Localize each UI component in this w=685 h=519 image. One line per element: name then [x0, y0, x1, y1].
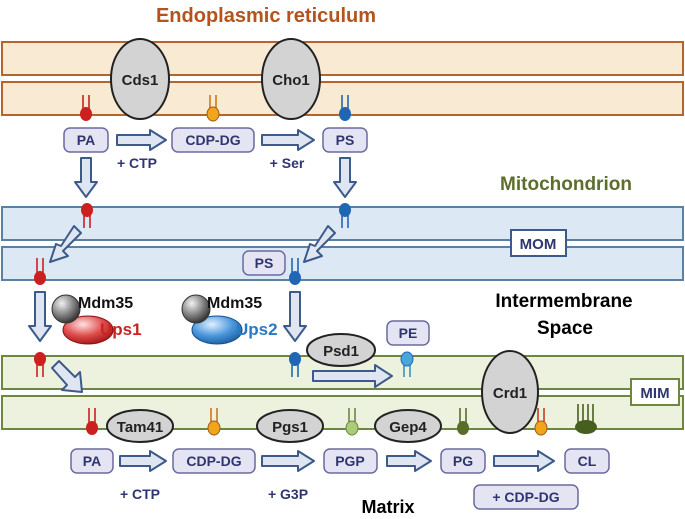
mdm35-label-a: Mdm35 [78, 295, 133, 312]
ups1-label: Ups1 [100, 320, 142, 339]
er-title: Endoplasmic reticulum [156, 5, 376, 27]
gep4-enzyme [374, 409, 442, 443]
mom-ps-box [242, 250, 286, 276]
arrow-ps-er-to-mom [333, 157, 357, 198]
mdm35-protein-b [181, 294, 211, 324]
ims-title-line2: Space [537, 318, 593, 339]
tam41-label: Tam41 [117, 419, 163, 436]
arrow-ps-across-mom [303, 225, 336, 263]
mim-label: MIM [640, 385, 669, 402]
ims-title-line1: Intermembrane [495, 291, 632, 312]
arrow-pa-across-mim [51, 360, 83, 393]
cho1-enzyme [261, 38, 321, 120]
arrow-ps-ims-down [283, 291, 307, 342]
lipid-ps-mim-outer [289, 352, 301, 377]
pe-label: PE [399, 325, 418, 341]
lipid-pgp-matrix [345, 408, 359, 436]
lipid-cdpdg-er [206, 95, 220, 122]
lipid-pa-matrix [86, 408, 98, 435]
er-cdpdg-box [171, 127, 255, 153]
pgp-label: PGP [335, 453, 365, 469]
er-pa-box [63, 127, 109, 153]
matrix-cdpdg-label: CDP-DG [186, 453, 241, 469]
matrix-pa-label: PA [83, 453, 101, 469]
er-cdpdg-label: CDP-DG [185, 132, 240, 148]
ups1-protein [62, 315, 114, 345]
pg-box [440, 448, 486, 474]
lipid-ps-mom-outer [339, 203, 351, 228]
lipid-pg-matrix [457, 408, 469, 435]
lipid-ps-er [339, 95, 351, 121]
arrow-pg-to-cl [493, 450, 555, 472]
crd1-label: Crd1 [493, 385, 527, 402]
mom-label-box [510, 229, 567, 257]
matrix-pa-box [70, 448, 114, 474]
ups2-label: Ups2 [236, 320, 278, 339]
arrow-ps-to-pe [312, 364, 393, 388]
cdpdg-cofactor-label: + CDP-DG [492, 489, 559, 505]
er-ps-box [322, 127, 368, 153]
cdpdg-cofactor-box [473, 484, 579, 510]
mdm35-protein-a [51, 294, 81, 324]
gep4-label: Gep4 [389, 419, 427, 436]
pgs1-enzyme [256, 409, 324, 443]
lipid-cdpdg-matrix [207, 408, 221, 436]
arrow-pa-ims-down [28, 291, 52, 342]
pgs1-label: Pgs1 [272, 419, 308, 436]
mitochondrion-title: Mitochondrion [500, 174, 632, 195]
er-pa-label: PA [77, 132, 95, 148]
psd1-enzyme [306, 333, 376, 367]
lipid-cdpdg-matrix-2 [534, 408, 548, 436]
lipid-pa-mim-outer [34, 352, 46, 377]
cho1-label: Cho1 [272, 72, 310, 89]
psd1-label: Psd1 [323, 343, 359, 360]
crd1-enzyme [481, 350, 539, 434]
lipid-cl-matrix [575, 404, 597, 434]
lipid-ps-mom-inner [289, 258, 301, 285]
pgp-box [323, 448, 378, 474]
pe-box [386, 320, 430, 346]
tam41-enzyme [106, 409, 174, 443]
arrow-pa-er-to-mom [74, 157, 98, 198]
er-ps-label: PS [336, 132, 355, 148]
cl-box [564, 448, 610, 474]
er-membrane-outer [1, 41, 684, 76]
matrix-title: Matrix [361, 497, 414, 517]
lipid-pa-mom-outer [81, 203, 93, 228]
mim-label-box [630, 378, 680, 406]
lipid-pe-mim-outer [400, 351, 414, 377]
mom-label: MOM [520, 236, 557, 253]
mom-inner-leaflet [1, 246, 684, 281]
arrow-pgp-to-pg [386, 450, 432, 472]
cl-label: CL [578, 453, 597, 469]
lipid-pa-mom-inner [34, 258, 46, 285]
pg-label: PG [453, 453, 473, 469]
cds1-label: Cds1 [122, 72, 159, 89]
ctp-matrix-label: + CTP [120, 486, 160, 502]
arrow-cdpdg-to-pgp [261, 450, 315, 472]
ctp-er-label: + CTP [117, 155, 157, 171]
ups2-protein [191, 315, 243, 345]
arrow-pa-to-cdpdg-er [116, 129, 167, 151]
arrow-pa-across-mom [49, 225, 82, 263]
arrow-cdpdg-to-ps-er [261, 129, 315, 151]
arrow-pa-to-cdpdg-matrix [119, 450, 167, 472]
ser-label: + Ser [270, 155, 305, 171]
cds1-enzyme [110, 38, 170, 120]
g3p-label: + G3P [268, 486, 308, 502]
matrix-cdpdg-box [172, 448, 256, 474]
lipid-pa-er [80, 95, 92, 121]
mdm35-label-b: Mdm35 [207, 295, 262, 312]
mom-ps-label: PS [255, 255, 274, 271]
